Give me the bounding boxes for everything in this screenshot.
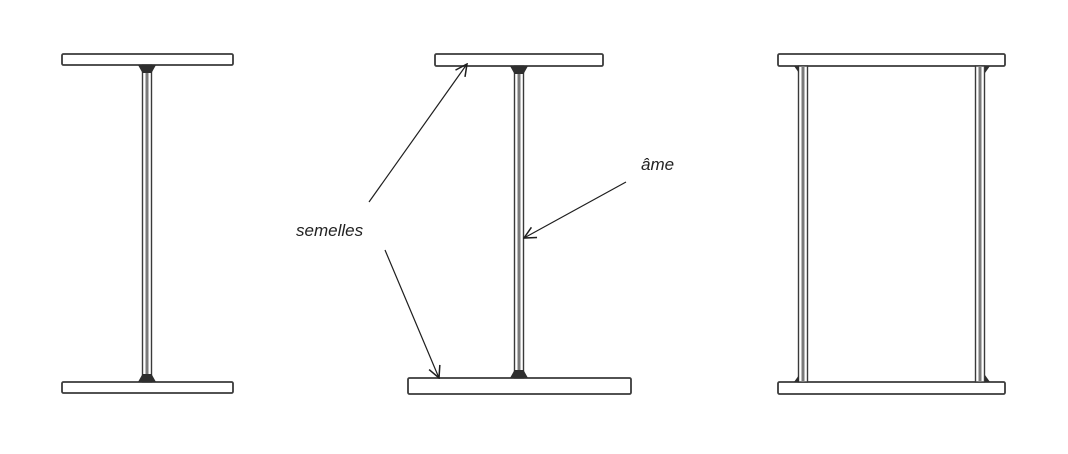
web-left: [797, 65, 809, 383]
i-beam-symmetric: [61, 53, 234, 394]
arrow-to-bottom-flange: [384, 249, 439, 378]
arrow-to-web: [524, 181, 627, 238]
weld-top: [510, 66, 528, 74]
i-beam-asymmetric: [407, 53, 632, 395]
top-flange: [434, 53, 604, 67]
weld-bottom-left-outer: [794, 375, 799, 382]
web: [141, 64, 153, 383]
web-right: [974, 65, 986, 383]
weld-bottom: [510, 370, 528, 378]
top-flange: [777, 53, 1006, 67]
weld-top-left-outer: [794, 66, 799, 73]
weld-top-right-outer: [985, 66, 990, 73]
bottom-flange: [61, 381, 234, 394]
bottom-flange: [407, 377, 632, 395]
bottom-flange: [777, 381, 1006, 395]
top-flange: [61, 53, 234, 66]
annotations: semelles âme: [296, 64, 674, 378]
arrow-to-top-flange: [368, 64, 467, 203]
weld-top: [138, 65, 156, 73]
weld-bottom: [138, 374, 156, 382]
box-section: [777, 53, 1006, 395]
label-web: âme: [641, 155, 674, 174]
web: [513, 65, 525, 379]
weld-bottom-right-outer: [985, 375, 990, 382]
label-flanges: semelles: [296, 221, 364, 240]
